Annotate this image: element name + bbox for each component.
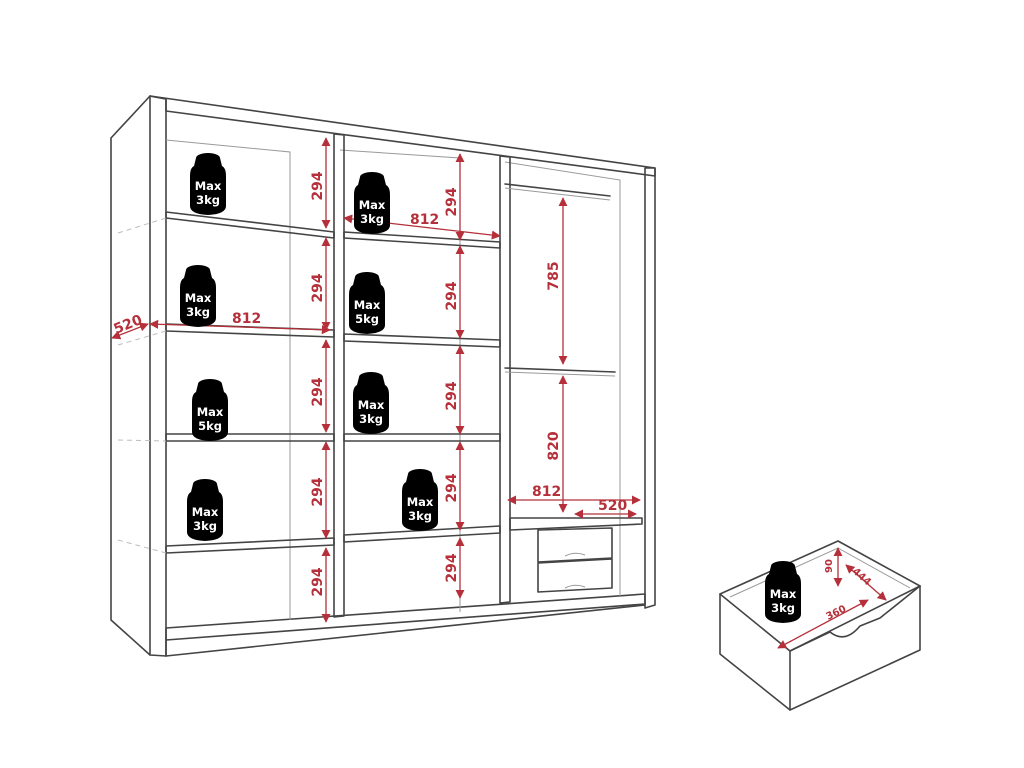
dim-h-left-4: 294 [310,477,326,506]
dim-h-mid-1: 294 [444,187,460,216]
weight-label-line2: 3kg [771,601,795,615]
partition-1 [333,133,345,618]
weight-label-line2: 3kg [408,509,432,523]
weight-label-line1: Max [195,179,222,193]
shelf-left-1 [165,211,335,239]
weight-label-line1: Max [354,298,381,312]
dim-width-mid: 812 [410,212,439,228]
hanging-rail-lower [504,367,616,373]
right-side-panel [644,167,656,609]
drawer-upper [537,527,613,563]
dim-drawer-width: 360 [824,604,848,623]
weight-label-line1: Max [192,505,219,519]
weight-label-line1: Max [197,405,224,419]
shelf-left-3 [165,433,335,442]
dim-h-left-2: 294 [310,273,326,302]
weight-icon: Max 5kg [349,272,385,334]
dim-hang-upper: 785 [546,261,562,290]
weight-label-line2: 3kg [193,519,217,533]
dim-depth-left: 520 [112,312,145,338]
weight-icon: Max 3kg [354,172,390,234]
weight-label-line2: 5kg [198,419,222,433]
dimension-lines [111,137,887,649]
drawer-outline [719,540,921,711]
weight-label-line1: Max [185,291,212,305]
dim-h-mid-3: 294 [444,381,460,410]
weight-label-line2: 5kg [355,312,379,326]
weight-label-line1: Max [358,398,385,412]
dim-h-left-3: 294 [310,377,326,406]
shelf-mid-4 [343,525,501,543]
shelf-left-4 [165,537,335,554]
partition-2 [499,155,511,604]
top-panel [149,95,656,177]
weight-icon: Max 3kg [187,479,223,541]
weight-icon: Max 3kg [190,153,226,215]
dim-depth-right: 520 [598,498,627,514]
dim-width-right: 812 [532,484,561,500]
weight-icon: Max 3kg [765,561,801,623]
weights: Max 3kg Max 3kg Max 3kg Max 5kg Max 5kg [180,153,801,623]
weight-label-line1: Max [359,198,386,212]
dim-width-left: 812 [232,311,261,327]
drawer-lower [537,558,613,593]
dim-h-left-5: 294 [310,567,326,596]
dim-h-left-1: 294 [310,171,326,200]
weight-label-line1: Max [770,587,797,601]
weight-label-line2: 3kg [186,305,210,319]
dim-h-mid-2: 294 [444,281,460,310]
dim-h-mid-5: 294 [444,553,460,582]
shelf-mid-2 [343,333,501,348]
weight-icon: Max 5kg [192,379,228,441]
dim-drawer-height: 90 [824,559,835,573]
dim-h-mid-4: 294 [444,473,460,502]
weight-label-line2: 3kg [360,212,384,226]
hanging-rail-upper [504,183,611,197]
bottom-plinth [165,593,646,641]
weight-label-line2: 3kg [359,412,383,426]
left-side-panel [110,95,167,657]
weight-label-line1: Max [407,495,434,509]
weight-icon: Max 3kg [353,372,389,434]
weight-icon: Max 3kg [402,469,438,531]
dim-hang-lower: 820 [546,431,562,460]
weight-label-line2: 3kg [196,193,220,207]
weight-icon: Max 3kg [180,265,216,327]
shelf-mid-3 [343,433,501,442]
shelf-mid-1 [343,231,501,249]
